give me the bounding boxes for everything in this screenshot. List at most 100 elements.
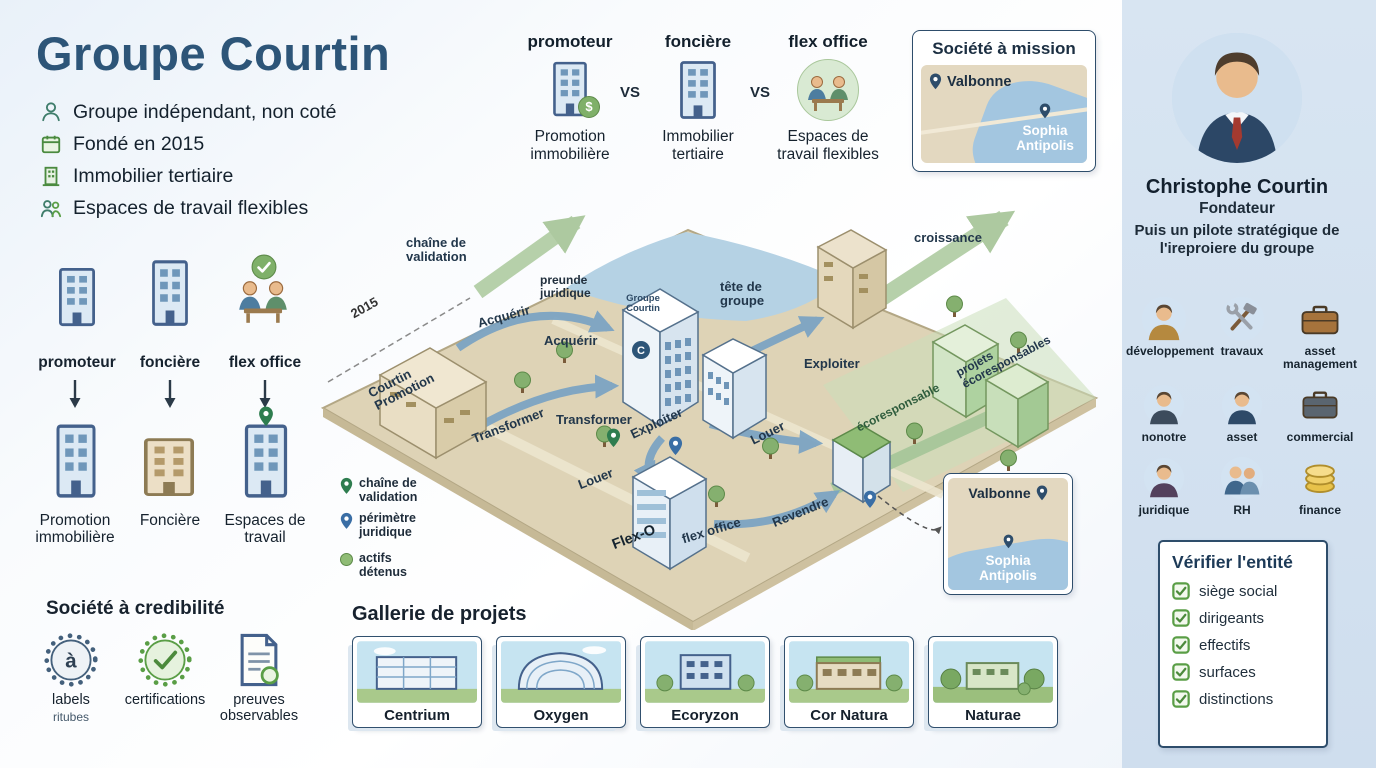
- mission-map: Valbonne Sophia Antipolis: [921, 65, 1087, 163]
- page-title: Groupe Courtin: [36, 27, 391, 80]
- person-portrait-icon: [1172, 33, 1302, 163]
- diagram-legend: chaîne de validation périmètre juridique…: [340, 476, 436, 586]
- founder-tagline: Puis un pilote stratégique de l'ireproie…: [1134, 222, 1340, 258]
- checkbox-icon: [1172, 582, 1190, 600]
- pin-icon: [1039, 103, 1051, 119]
- comparison-col-promoteur: promoteur $ Promotion immobilière: [506, 32, 634, 165]
- acquerir-label: Acquérir: [544, 333, 598, 348]
- map-connector-dashed: [877, 495, 942, 535]
- bullet-text: Groupe indépendant, non coté: [73, 100, 337, 123]
- building-tan-icon: [140, 434, 198, 498]
- comparison-desc: Promotion immobilière: [530, 128, 610, 164]
- project-card-oxygen: Oxygen: [496, 636, 626, 728]
- growth-building: [816, 229, 888, 330]
- map-pin-sophia: Sophia Antipolis: [948, 534, 1068, 584]
- comparison-name: promoteur: [527, 32, 613, 51]
- legend-actifs: actifs détenus: [340, 551, 436, 579]
- map-pin-valbonne: Valbonne: [929, 73, 1011, 90]
- tete-de-groupe-label: tête de groupe: [720, 279, 765, 309]
- trees: [514, 295, 1027, 507]
- checkbox-icon: [1172, 609, 1190, 627]
- dollar-badge-icon: $: [578, 96, 600, 118]
- gallery-row: Centrium Oxygen Ecoryzon: [352, 636, 1058, 728]
- croissance-label: croissance: [914, 230, 982, 245]
- role-developpement: développement: [1126, 296, 1214, 371]
- project-illustration: [789, 641, 909, 703]
- isometric-diagram: C: [318, 190, 1108, 631]
- gallery-title: Gallerie de projets: [352, 603, 527, 625]
- meeting-icon: [232, 274, 294, 324]
- preuve-juridique-label: preunde juridique: [540, 273, 591, 300]
- down-arrow-icon: [69, 380, 81, 408]
- building-icon: [240, 422, 292, 500]
- espaces-icon-group: [240, 422, 292, 500]
- project-card-naturae: Naturae: [928, 636, 1058, 728]
- vs-label: VS: [620, 84, 641, 101]
- pin-icon: [1036, 485, 1048, 501]
- meeting-icon: [803, 70, 853, 112]
- bullet-flex: Espaces de travail flexibles: [40, 192, 336, 224]
- flow-label: flex office: [228, 354, 302, 371]
- person-icon: [1221, 384, 1263, 426]
- people-icon: [40, 197, 62, 219]
- certification-badge-icon: [138, 633, 192, 687]
- verify-card: Vérifier l'entité siège social dirigeant…: [1158, 540, 1328, 748]
- svg-text:à: à: [65, 649, 77, 672]
- roles-grid: développement travaux asset management n…: [1126, 296, 1357, 517]
- bullet-founded: Fondé en 2015: [40, 128, 336, 160]
- label-badge-icon: à: [44, 633, 98, 687]
- annex-building: [701, 338, 768, 440]
- exploiter-label: Exploiter: [804, 356, 860, 371]
- comparison-name: foncière: [664, 32, 732, 51]
- role-rh: RH: [1204, 455, 1280, 517]
- mission-card: Société à mission Valbonne Sophia Antipo…: [912, 30, 1096, 172]
- header-bullet-list: Groupe indépendant, non coté Fondé en 20…: [40, 96, 336, 224]
- badge-labels: à labels ritubes: [28, 632, 114, 725]
- project-illustration: [645, 641, 765, 703]
- down-arrow-icon: [164, 380, 176, 408]
- building-icon: [54, 266, 100, 328]
- coins-icon: [1301, 461, 1339, 494]
- verify-card-title: Vérifier l'entité: [1172, 552, 1293, 572]
- checkbox-icon: [1172, 663, 1190, 681]
- person-icon: [1141, 296, 1187, 342]
- map-pin-valbonne: Valbonne: [948, 485, 1068, 501]
- resale-building: [831, 424, 892, 504]
- verify-item: dirigeants: [1172, 609, 1314, 627]
- project-illustration: [933, 641, 1053, 703]
- verify-item: distinctions: [1172, 690, 1314, 708]
- verify-item: surfaces: [1172, 663, 1314, 681]
- badge-preuves: preuves observables: [216, 632, 302, 725]
- pin-icon: [340, 477, 353, 495]
- verify-item: siège social: [1172, 582, 1314, 600]
- role-juridique: juridique: [1126, 455, 1202, 517]
- verify-item: effectifs: [1172, 636, 1314, 654]
- vs-label: VS: [750, 84, 771, 101]
- bullet-independent: Groupe indépendant, non coté: [40, 96, 336, 128]
- flow-label: promoteur: [38, 354, 116, 371]
- flow-section: promoteur foncière flex office Promotion…: [18, 252, 318, 562]
- legend-perimetre: périmètre juridique: [340, 511, 436, 539]
- map-pin-sophia: Sophia Antipolis: [1005, 103, 1085, 154]
- pin-icon: [258, 406, 274, 427]
- project-illustration: [357, 641, 477, 703]
- mission-card-title: Société à mission: [932, 39, 1076, 58]
- founder-name: Christophe Courtin: [1145, 176, 1329, 198]
- founder-role: Fondateur: [1199, 200, 1275, 217]
- bullet-text: Fondé en 2015: [73, 132, 205, 155]
- eco-building-b: [984, 363, 1050, 449]
- flow-label: Espaces de travail: [224, 512, 306, 547]
- comparison-name: flex office: [788, 32, 868, 51]
- bullet-text: Immobilier tertiaire: [73, 164, 234, 187]
- role-asset: asset: [1204, 382, 1280, 444]
- comparison-col-fonciere: foncière Immobilier tertiaire: [642, 32, 754, 165]
- diagram-map-card: Valbonne Sophia Antipolis: [943, 473, 1073, 595]
- checkbox-icon: [1172, 636, 1190, 654]
- pin-icon: [1003, 534, 1014, 549]
- flow-label: foncière: [139, 354, 201, 371]
- diagram-map: Valbonne Sophia Antipolis: [948, 478, 1068, 590]
- comparison-desc: Espaces de travail flexibles: [777, 128, 879, 164]
- calendar-icon: [40, 133, 62, 155]
- dot-icon: [340, 553, 353, 566]
